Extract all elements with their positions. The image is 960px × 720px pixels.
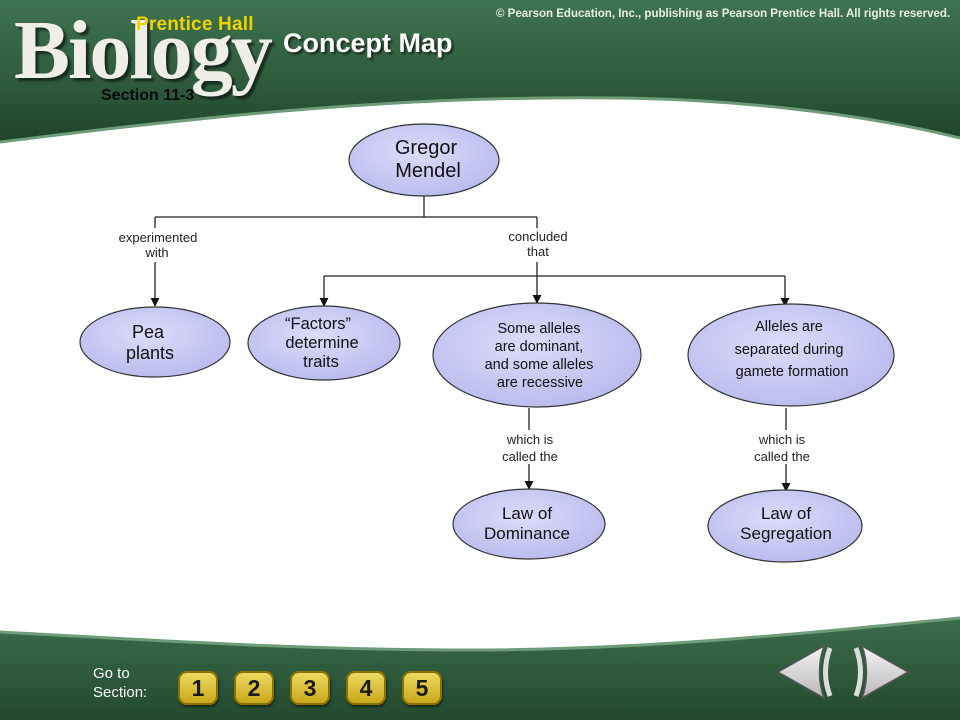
section-3-button[interactable]: 3 — [290, 671, 330, 705]
connector-lines — [150, 196, 791, 492]
page-title: Concept Map — [283, 28, 453, 58]
node-factors-line-3: traits — [303, 353, 339, 371]
node-dominant-line-1: Some alleles — [497, 321, 580, 337]
link-label-experimented-2: with — [144, 245, 168, 260]
header-banner — [0, 0, 960, 144]
node-gregor-mendel-line-2: Mendel — [395, 160, 461, 182]
node-dominance-line-1: Law of — [502, 504, 552, 523]
node-separated-line-3: gamete formation — [736, 364, 849, 380]
section-5-button[interactable]: 5 — [402, 671, 442, 705]
node-pea-plants-line-1: Pea — [132, 322, 165, 342]
go-to-section-label: Go to Section: — [93, 665, 148, 701]
node-gregor-mendel-line-1: Gregor — [395, 137, 458, 159]
node-separated-line-1: Alleles are — [755, 319, 823, 335]
node-separated-line-2: separated during — [735, 342, 844, 358]
link-label-called-segregation-2: called the — [754, 449, 810, 464]
node-dominant-line-3: and some alleles — [485, 357, 594, 373]
link-label-called-dominance-1: which is — [506, 432, 554, 447]
copyright-notice: © Pearson Education, Inc., publishing as… — [496, 8, 951, 20]
node-dominant-line-4: are recessive — [497, 375, 583, 391]
link-label-experimented-1: experimented — [119, 230, 198, 245]
biology-logo: Biology — [14, 4, 273, 97]
node-dominant-line-2: are dominant, — [495, 339, 584, 355]
node-factors-line-2: determine — [285, 334, 358, 352]
node-gregor-mendel: Gregor Mendel — [348, 123, 500, 197]
prentice-hall-logo: Prentice Hall — [136, 14, 254, 35]
link-label-called-segregation-1: which is — [758, 432, 806, 447]
node-law-of-segregation: Law of Segregation — [707, 489, 863, 563]
link-label-called-dominance-2: called the — [502, 449, 558, 464]
node-factors-line-1: “Factors” — [285, 315, 351, 333]
node-segregation-line-1: Law of — [761, 504, 811, 523]
previous-arrow-icon[interactable] — [772, 640, 844, 704]
section-2-button[interactable]: 2 — [234, 671, 274, 705]
node-dominant-recessive: Some alleles are dominant, and some alle… — [432, 302, 642, 408]
node-factors-determine-traits: “Factors” determine traits — [247, 305, 401, 381]
link-label-concluded-2: that — [527, 244, 549, 259]
next-arrow-icon[interactable] — [842, 640, 914, 704]
node-pea-plants-line-2: plants — [126, 343, 174, 363]
node-law-of-dominance: Law of Dominance — [452, 488, 606, 560]
node-dominance-line-2: Dominance — [484, 524, 570, 543]
section-4-button[interactable]: 4 — [346, 671, 386, 705]
node-pea-plants: Pea plants — [79, 306, 231, 378]
section-1-button[interactable]: 1 — [178, 671, 218, 705]
node-alleles-separated: Alleles are separated during gamete form… — [687, 303, 895, 407]
section-label: Section 11-3 — [101, 87, 195, 104]
node-segregation-line-2: Segregation — [740, 524, 832, 543]
link-label-concluded-1: concluded — [508, 229, 567, 244]
